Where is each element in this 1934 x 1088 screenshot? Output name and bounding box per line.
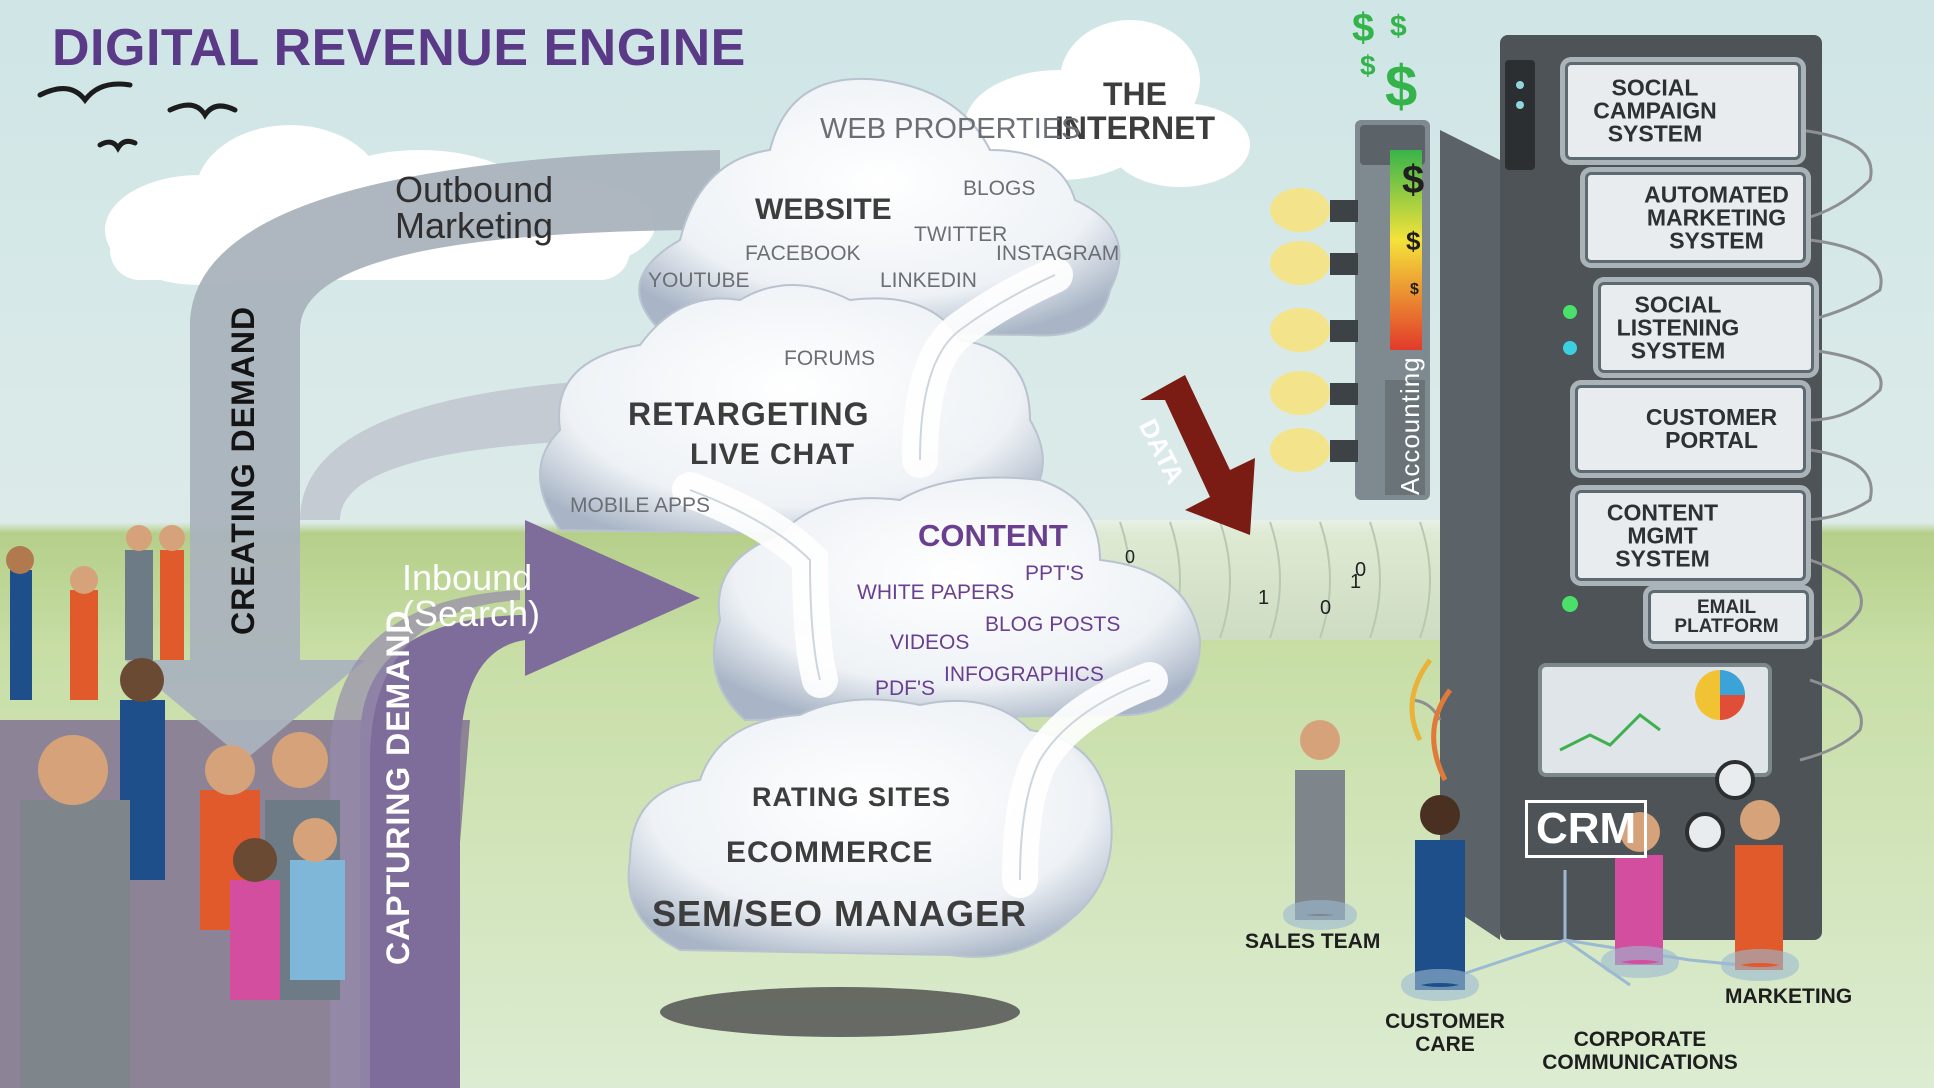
system-panel-content-mgmt[interactable]: CONTENT MGMT SYSTEM xyxy=(1575,490,1806,581)
system-label: EMAIL PLATFORM xyxy=(1674,597,1779,637)
internet-label: THE INTERNET xyxy=(1055,76,1215,146)
data-bit: 1 xyxy=(1350,571,1362,593)
blogs-label: BLOGS xyxy=(963,177,1036,200)
rating-sites-label: RATING SITES xyxy=(752,782,952,812)
coil-cables xyxy=(1409,658,1453,782)
website-label: WEBSITE xyxy=(755,193,892,226)
team-label-marketing: MARKETING xyxy=(1725,985,1853,1008)
pdfs-label: PDF'S xyxy=(875,677,936,700)
outbound-label: Outbound Marketing xyxy=(395,169,554,246)
team-label-corporate: CORPORATE COMMUNICATIONS xyxy=(1542,1028,1738,1075)
youtube-label: YOUTUBE xyxy=(648,269,750,292)
system-panel-customer-portal[interactable]: CUSTOMER PORTAL xyxy=(1575,385,1806,473)
inbound-label: Inbound (Search) xyxy=(402,557,541,634)
inbound-arrow xyxy=(360,520,700,1088)
web-properties-label: WEB PROPERTIES xyxy=(820,113,1081,145)
data-bit: 0 xyxy=(1320,597,1332,619)
reels xyxy=(1685,760,1755,852)
team-label-sales: SALES TEAM xyxy=(1245,930,1381,953)
money-symbol: $ xyxy=(1390,10,1407,43)
linkedin-label: LINKEDIN xyxy=(880,269,977,292)
instagram-label: INSTAGRAM xyxy=(996,242,1120,265)
forums-label: FORUMS xyxy=(784,347,875,370)
sem-seo-label: SEM/SEO MANAGER xyxy=(652,893,1028,934)
people-team xyxy=(1295,720,1783,990)
system-panel-automated-marketing[interactable]: AUTOMATED MARKETING SYSTEM xyxy=(1585,172,1806,263)
cloud-web-properties xyxy=(638,77,1121,337)
crm-label: CRM xyxy=(1525,800,1648,858)
cloud-content xyxy=(712,476,1202,722)
system-label: AUTOMATED MARKETING SYSTEM xyxy=(1644,181,1789,253)
mobile-apps-label: MOBILE APPS xyxy=(570,494,711,517)
videos-label: VIDEOS xyxy=(890,631,970,654)
content-label: CONTENT xyxy=(918,518,1068,553)
system-panel-social-campaign[interactable]: SOCIAL CAMPAIGN SYSTEM xyxy=(1565,62,1801,160)
data-bit: 0 xyxy=(1355,559,1367,581)
twitter-label: TWITTER xyxy=(914,223,1008,246)
cloud-shadow xyxy=(660,987,1020,1037)
accounting-meter xyxy=(1355,120,1472,500)
system-label: SOCIAL CAMPAIGN SYSTEM xyxy=(1593,74,1717,147)
ppts-label: PPT'S xyxy=(1025,562,1084,585)
birds xyxy=(37,81,238,153)
system-label: SOCIAL LISTENING SYSTEM xyxy=(1616,291,1740,363)
system-panel-email-platform[interactable]: EMAIL PLATFORM xyxy=(1648,590,1809,644)
cables xyxy=(1409,128,1883,762)
ecommerce-label: ECOMMERCE xyxy=(726,836,934,869)
system-panel-social-listening[interactable]: SOCIAL LISTENING SYSTEM xyxy=(1598,282,1814,373)
capturing-demand-label: CAPTURING DEMAND xyxy=(380,609,416,965)
meter-symbol: $ xyxy=(1402,158,1425,202)
money-symbol: $ xyxy=(1385,54,1418,119)
people-crowd xyxy=(6,525,345,1088)
retargeting-label: RETARGETING xyxy=(628,396,870,432)
meter-symbol: $ xyxy=(1406,226,1421,256)
white-papers-label: WHITE PAPERS xyxy=(857,581,1015,604)
money-symbol: $ xyxy=(1360,50,1376,81)
light-bulbs xyxy=(1270,188,1330,472)
accounting-label: Accounting xyxy=(1395,356,1425,495)
system-label: CONTENT MGMT SYSTEM xyxy=(1606,499,1719,571)
creating-demand-label: CREATING DEMAND xyxy=(225,305,261,635)
facebook-label: FACEBOOK xyxy=(745,242,861,265)
money-symbol: $ xyxy=(1352,6,1375,50)
data-bit: 1 xyxy=(1258,587,1270,609)
meter-symbol: $ xyxy=(1410,281,1419,298)
data-arrow xyxy=(1140,375,1255,535)
creating-demand-arrow xyxy=(125,150,720,760)
team-label-customer-care: CUSTOMER CARE xyxy=(1385,1010,1505,1057)
data-bit: 0 xyxy=(1125,547,1136,567)
dashboard-monitor xyxy=(1538,663,1772,777)
cloud-bottom xyxy=(627,698,1113,958)
live-chat-label: LIVE CHAT xyxy=(690,438,856,471)
blog-posts-label: BLOG POSTS xyxy=(985,613,1121,636)
infographics-label: INFOGRAPHICS xyxy=(944,663,1104,686)
system-label: CUSTOMER PORTAL xyxy=(1645,404,1778,453)
page-title: DIGITAL REVENUE ENGINE xyxy=(52,19,746,77)
